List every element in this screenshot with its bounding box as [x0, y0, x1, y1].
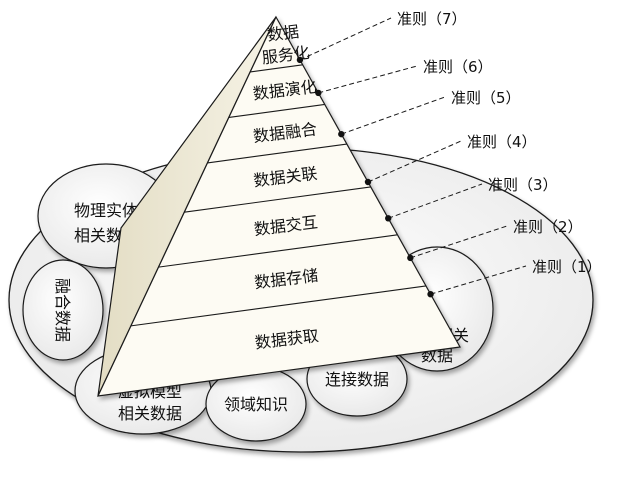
bubble-virtual-model-line2: 相关数据: [118, 404, 182, 423]
criteria-dot: [407, 254, 414, 262]
criteria-dot: [364, 178, 372, 186]
criteria-dot: [338, 130, 345, 138]
criteria-label: 准则（1）: [532, 258, 602, 276]
criteria-label: 准则（2）: [513, 218, 583, 236]
criteria-label: 准则（6）: [423, 58, 493, 76]
pyramid-layer-divider: [250, 64, 303, 73]
criteria-leader-line: [318, 65, 418, 94]
criteria-dot: [385, 215, 392, 222]
bubble-fusion-data-label: 融合数据: [53, 278, 72, 342]
pyramid-layer-lines: [130, 64, 427, 327]
criteria-annotations: 准则（7） 准则（6） 准则（5） 准则（4） 准则（3） 准则（2） 准则（1）: [296, 10, 602, 298]
pyramid-layer-divider: [130, 285, 427, 327]
bubble-physical-entity-line1: 物理实体: [74, 201, 138, 220]
bubble-domain-knowledge-label: 领域知识: [224, 395, 288, 414]
bubble-fusion-data: 融合数据: [22, 259, 104, 361]
pyramid-layer-divider: [158, 234, 398, 268]
criteria-dot: [427, 291, 434, 298]
criteria-label: 准则（3）: [488, 176, 558, 194]
pyramid-layer-label-line1: 数据: [266, 22, 300, 45]
pyramid-layer-divider: [207, 143, 347, 164]
criteria-dot: [315, 89, 322, 97]
criteria-label: 准则（7）: [397, 10, 467, 28]
pyramid-layer-divider: [184, 186, 371, 213]
criteria-leader-line: [367, 140, 462, 183]
criteria-label: 准则（5）: [451, 89, 521, 107]
pyramid-layer-divider: [228, 103, 325, 118]
criteria-dot: [296, 56, 304, 64]
criteria-leader-line: [430, 265, 527, 295]
criteria-leader-line: [388, 183, 483, 219]
criteria-leader-line: [341, 96, 446, 135]
criteria-leader-line: [299, 17, 392, 61]
criteria-label: 准则（4）: [467, 133, 537, 151]
criteria-leader-line: [410, 225, 508, 259]
bubble-connection-data-label: 连接数据: [325, 370, 389, 389]
